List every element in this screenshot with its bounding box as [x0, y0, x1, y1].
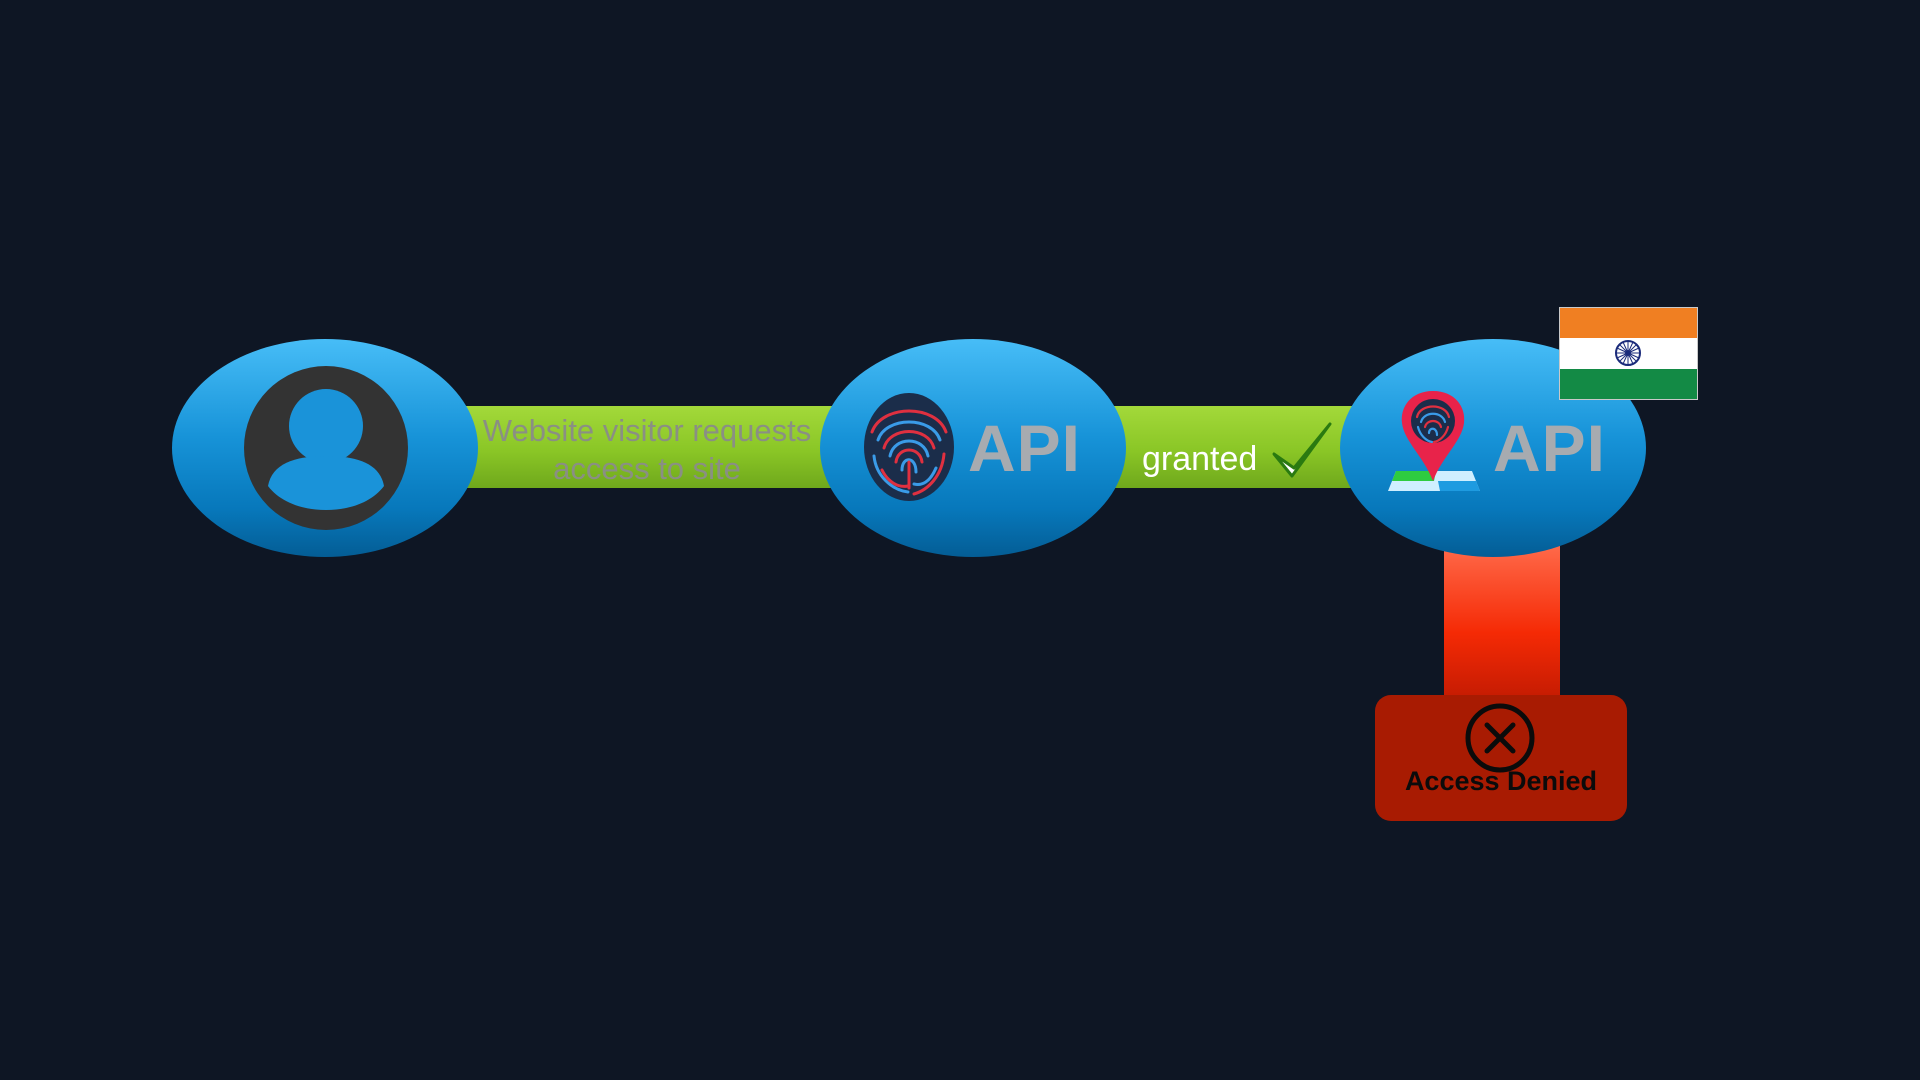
- access-denied-label: Access Denied: [1404, 766, 1598, 796]
- fingerprint-icon: [864, 393, 954, 501]
- access-denied-box: [1375, 695, 1627, 821]
- api-label: API: [1493, 411, 1607, 485]
- checkmark-icon: [1272, 422, 1332, 478]
- request-label: Website visitor requests access to site: [482, 413, 812, 486]
- api-label: API: [968, 411, 1082, 485]
- granted-label: granted: [1142, 440, 1258, 478]
- granted-connector: [1100, 406, 1380, 488]
- denied-connector: [1444, 545, 1560, 705]
- location-fingerprint-icon: [1388, 391, 1480, 491]
- user-avatar-icon: [244, 366, 408, 530]
- request-connector: [460, 406, 860, 488]
- api-node-fingerprint: [820, 339, 1126, 557]
- close-circle-icon: [1465, 703, 1535, 773]
- india-flag-icon: [1559, 307, 1698, 400]
- ashoka-chakra-icon: [1615, 340, 1641, 366]
- user-node: [172, 339, 478, 557]
